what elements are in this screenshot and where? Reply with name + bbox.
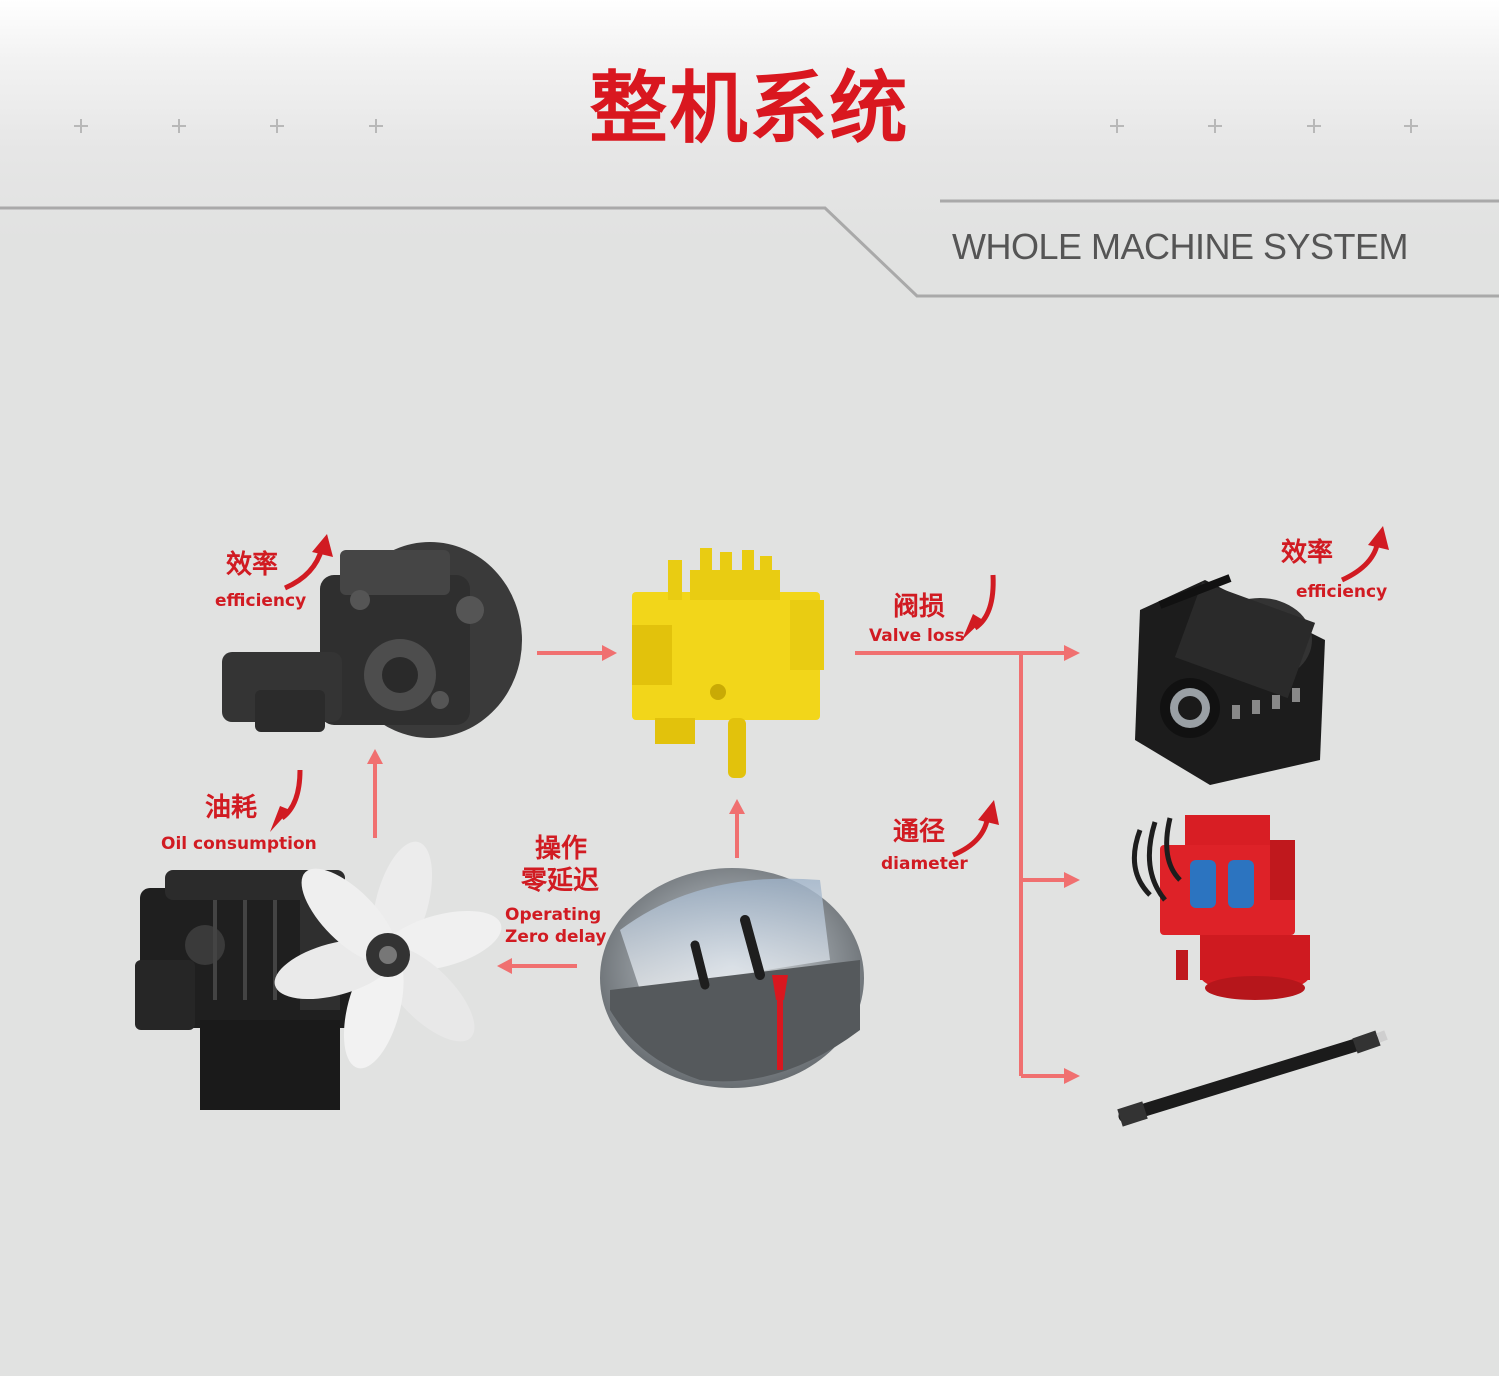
decor-cross-icon xyxy=(1208,119,1222,133)
operating-label-en-2: Zero delay xyxy=(505,927,607,947)
diameter-label-en: diameter xyxy=(881,854,968,874)
flow-arrow-valve-to-actuators xyxy=(855,645,1080,1084)
main-pump-icon xyxy=(222,542,522,738)
fuel-label-en: Oil consumption xyxy=(161,834,317,854)
control-valve-icon xyxy=(632,548,824,778)
down-trend-arrow-icon xyxy=(962,574,996,640)
valve-loss-label-cn: 阀损 xyxy=(893,592,946,622)
pump-efficiency-label-en: efficiency xyxy=(215,591,307,611)
up-trend-arrow-icon xyxy=(283,534,333,591)
power-head-icon xyxy=(1131,815,1310,1000)
pump-efficiency-label-cn: 效率 xyxy=(226,550,279,580)
winch-efficiency-label-en: efficiency xyxy=(1296,582,1388,602)
header-divider xyxy=(0,199,1499,298)
fuel-label-cn: 油耗 xyxy=(205,793,258,823)
page-subtitle: WHOLE MACHINE SYSTEM xyxy=(952,226,1409,267)
flow-arrow-cab-to-valve xyxy=(729,799,745,858)
decor-cross-icon xyxy=(74,119,88,133)
up-trend-arrow-icon xyxy=(952,800,999,858)
operator-cab-icon xyxy=(600,868,864,1088)
decor-cross-icon xyxy=(1307,119,1321,133)
decor-cross-icon xyxy=(1404,119,1418,133)
decor-cross-icon xyxy=(172,119,186,133)
flow-arrow-pump-to-valve xyxy=(537,645,617,661)
winch-icon xyxy=(1135,574,1325,785)
operating-label-cn-1: 操作 xyxy=(535,834,588,864)
drill-rod-icon xyxy=(1117,1030,1388,1127)
decor-cross-icon xyxy=(369,119,383,133)
down-trend-arrow-icon xyxy=(270,769,303,832)
flow-arrow-engine-to-pump xyxy=(367,749,383,838)
diameter-label-cn: 通径 xyxy=(893,817,946,847)
fan-icon xyxy=(274,841,502,1069)
decor-cross-icon xyxy=(1110,119,1124,133)
page-title: 整机系统 xyxy=(589,64,910,154)
winch-efficiency-label-cn: 效率 xyxy=(1281,538,1334,568)
up-trend-arrow-icon xyxy=(1340,526,1389,583)
operating-label-cn-2: 零延迟 xyxy=(521,866,600,896)
flow-arrow-cab-to-engine xyxy=(497,958,577,974)
valve-loss-label-en: Valve loss xyxy=(869,626,965,646)
decor-cross-icon xyxy=(270,119,284,133)
operating-label-en-1: Operating xyxy=(505,905,602,925)
